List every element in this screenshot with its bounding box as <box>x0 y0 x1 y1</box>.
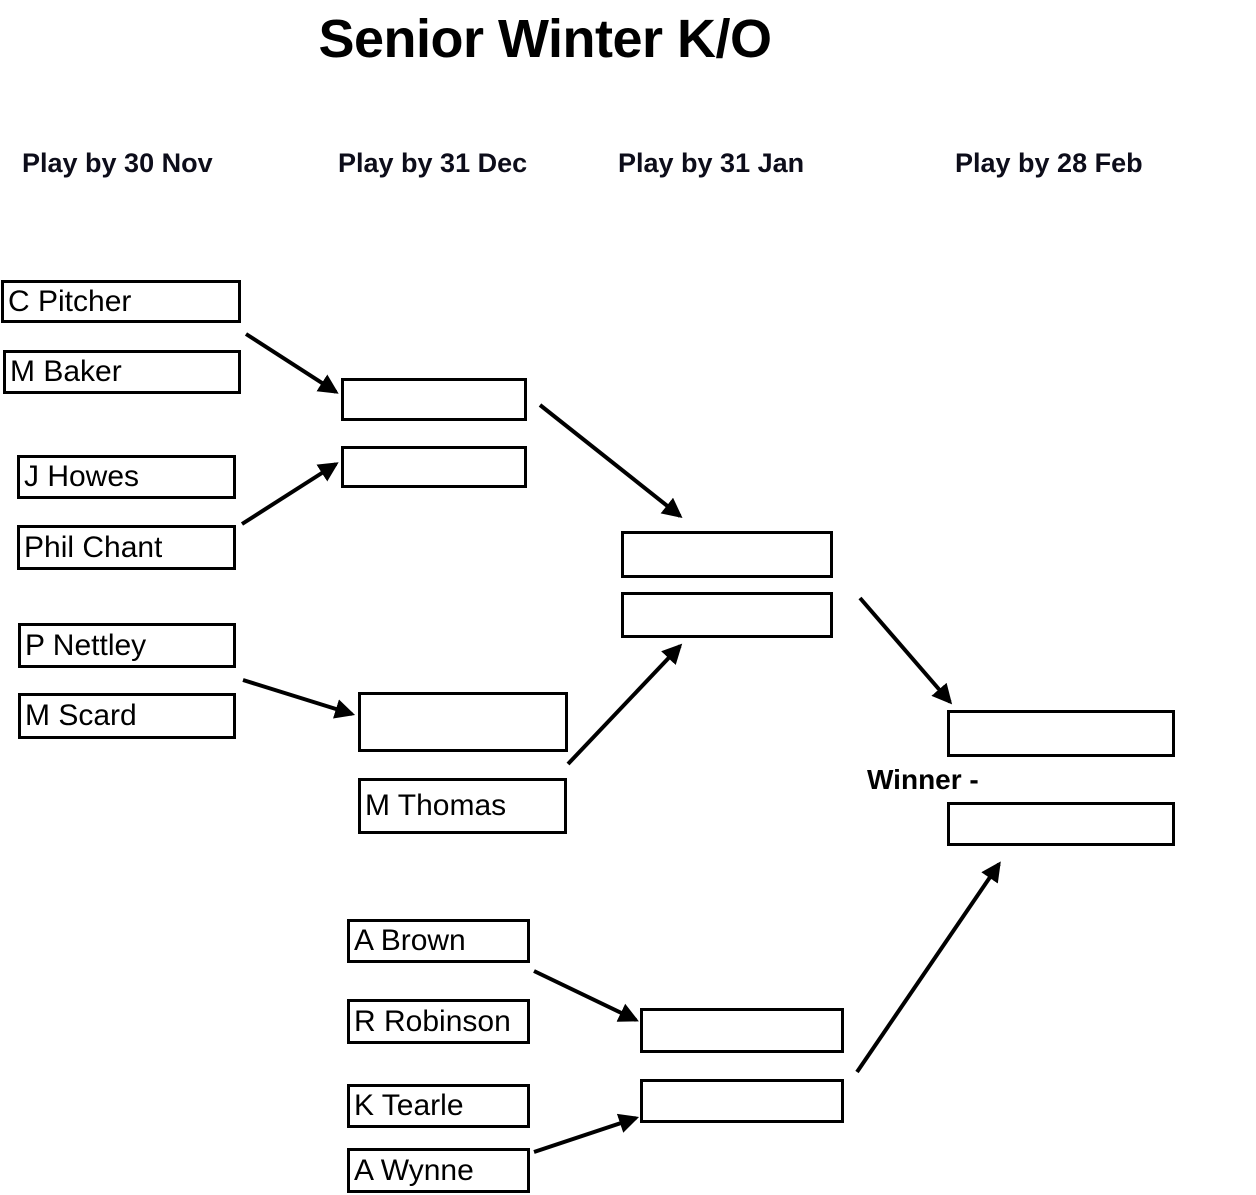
slot-k-tearle[interactable]: K Tearle <box>347 1084 530 1128</box>
round-header-2: Play by 31 Dec <box>338 148 528 178</box>
connector-r1-pair4 <box>533 969 639 1022</box>
connector-r3-final <box>858 596 953 705</box>
round-header-1: Play by 30 Nov <box>22 148 213 178</box>
slot-round3-1[interactable] <box>621 531 833 578</box>
slot-c-pitcher[interactable]: C Pitcher <box>1 280 241 323</box>
slot-label: C Pitcher <box>8 286 132 317</box>
slot-round2-m-thomas[interactable]: M Thomas <box>358 778 567 834</box>
slot-a-brown[interactable]: A Brown <box>347 919 530 963</box>
winner-label: Winner - <box>867 764 979 795</box>
slot-label: M Scard <box>25 701 137 731</box>
slot-round2-3[interactable] <box>358 692 568 752</box>
slot-r-robinson[interactable]: R Robinson <box>347 999 530 1044</box>
slot-phil-chant[interactable]: Phil Chant <box>17 525 236 570</box>
slot-final-1[interactable] <box>947 710 1175 757</box>
round-header-3: Play by 31 Jan <box>618 148 805 178</box>
slot-round2-5[interactable] <box>640 1008 844 1053</box>
page-title: Senior Winter K/O <box>318 9 772 69</box>
slot-round2-6[interactable] <box>640 1079 844 1123</box>
connector-r2-mid <box>566 643 683 766</box>
slot-j-howes[interactable]: J Howes <box>17 455 236 499</box>
slot-label: Phil Chant <box>24 532 163 563</box>
slot-final-2[interactable] <box>947 802 1175 846</box>
slot-label: M Thomas <box>365 791 507 821</box>
slot-m-scard[interactable]: M Scard <box>18 693 236 739</box>
connector-r1-pair1 <box>244 332 339 394</box>
slot-label: M Baker <box>10 357 122 387</box>
slot-a-wynne[interactable]: A Wynne <box>347 1148 530 1193</box>
slot-m-baker[interactable]: M Baker <box>3 350 241 394</box>
connector-r2-bottom-final <box>855 861 1001 1074</box>
slot-label: J Howes <box>24 462 140 492</box>
round-header-4: Play by 28 Feb <box>955 148 1143 178</box>
slot-label: A Brown <box>354 926 466 956</box>
slot-round3-2[interactable] <box>621 592 833 638</box>
connector-r1-pair3 <box>242 678 356 719</box>
connector-r1-pair5 <box>533 1113 640 1154</box>
slot-round2-1[interactable] <box>341 378 527 421</box>
slot-label: K Tearle <box>354 1091 464 1121</box>
slot-p-nettley[interactable]: P Nettley <box>18 623 236 668</box>
slot-label: A Wynne <box>354 1155 474 1186</box>
slot-round2-2[interactable] <box>341 446 527 488</box>
connector-r2-top <box>538 403 683 518</box>
connector-r1-pair2 <box>240 462 339 526</box>
slot-label: R Robinson <box>354 1006 511 1037</box>
slot-label: P Nettley <box>25 630 147 661</box>
